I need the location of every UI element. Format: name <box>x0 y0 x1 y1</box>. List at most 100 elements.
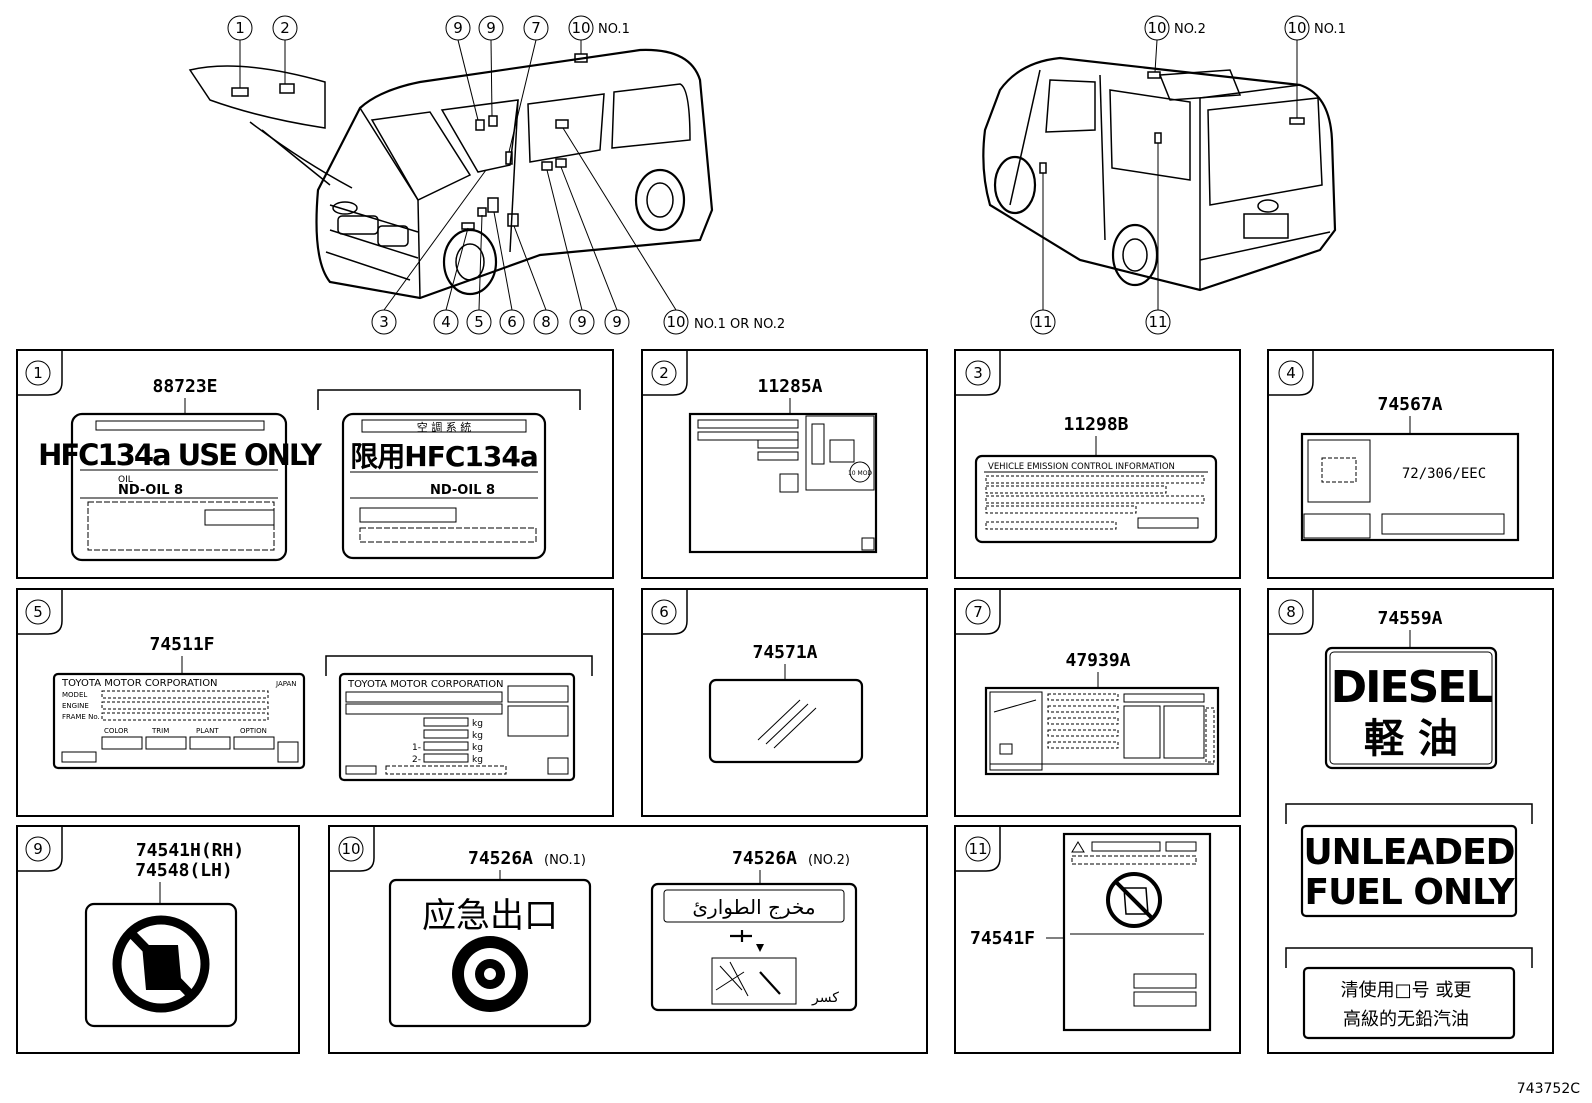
diagram-reference-code: 743752C <box>1516 1081 1580 1097</box>
van-rear-view <box>982 39 1337 310</box>
label-text: OPTION <box>240 727 267 735</box>
label-text: 72/306/EEC <box>1402 466 1486 482</box>
no-hand-icon <box>112 915 210 1013</box>
panel-4: 4 74567A 72/306/EEC <box>1267 349 1554 579</box>
callout: 10 <box>666 313 685 331</box>
label-text: kg <box>472 743 483 753</box>
panel-number: 2 <box>659 364 669 382</box>
callout: 9 <box>486 19 496 37</box>
label-text: مخرج الطوارئ <box>692 895 815 919</box>
label-text: TRIM <box>151 727 169 735</box>
label-text: FRAME No. <box>62 713 100 721</box>
label-text: FUEL ONLY <box>1304 872 1515 913</box>
callout: 9 <box>453 19 463 37</box>
label-text: 应急出口 <box>422 896 558 936</box>
callout: 5 <box>474 313 484 331</box>
callout: 9 <box>612 313 622 331</box>
label-text: 限用HFC134a <box>350 440 537 473</box>
callout: 3 <box>379 313 389 331</box>
panel-number: 8 <box>1286 603 1296 621</box>
label-text: kg <box>472 719 483 729</box>
callouts-bottom-left: 3 4 5 6 8 9 9 10 NO.1 OR NO.2 <box>371 309 785 335</box>
label-text: ENGINE <box>62 702 89 710</box>
panel-5: 5 74511F TOYOTA MOTOR CORPORATION JAPAN … <box>16 588 614 817</box>
panel-3: 3 11298B VEHICLE EMISSION CONTROL INFORM… <box>954 349 1241 579</box>
callout-note: NO.1 <box>1314 22 1346 37</box>
label-text: PLANT <box>196 727 219 735</box>
label-text: MODEL <box>62 691 87 699</box>
label-text: UNLEADED <box>1303 832 1514 873</box>
panel-number: 10 <box>341 840 360 858</box>
part-number: 74541H(RH) <box>136 840 244 861</box>
part-number: 74526A <box>468 848 533 869</box>
callout-note: NO.1 OR NO.2 <box>694 317 785 332</box>
label-text: TOYOTA MOTOR CORPORATION <box>347 679 504 690</box>
callout: 10 <box>1287 19 1306 37</box>
part-number: 11285A <box>757 376 822 397</box>
panel-number: 5 <box>33 603 43 621</box>
callout: 4 <box>441 313 451 331</box>
panel-number: 1 <box>33 364 43 382</box>
part-number: 74511F <box>149 634 214 655</box>
panel-number: 4 <box>1286 364 1296 382</box>
label-text: ND-OIL 8 <box>430 483 495 498</box>
callout: 10 <box>571 19 590 37</box>
label-text: DIESEL <box>1331 662 1493 713</box>
label-text: TOYOTA MOTOR CORPORATION <box>61 678 218 689</box>
panel-number: 11 <box>968 840 987 858</box>
panel-number: 3 <box>973 364 983 382</box>
part-tag: (NO.2) <box>808 853 850 868</box>
panel-number: 7 <box>973 603 983 621</box>
label-text: 10 MOD <box>848 470 872 477</box>
label-text: 清使用□号 或更 <box>1341 980 1472 1001</box>
van-front-view <box>188 39 714 311</box>
callout: 11 <box>1148 313 1167 331</box>
part-number: 74541F <box>970 928 1035 949</box>
part-number: 74526A <box>732 848 797 869</box>
callouts-top-left: 1 2 9 9 7 10 NO.1 <box>227 15 630 41</box>
label-text: 1- <box>412 743 421 753</box>
panel-11: 11 74541F <box>954 825 1241 1054</box>
part-number: 11298B <box>1063 414 1128 435</box>
panel-8: 8 74559A DIESEL 軽 油 UNLEADED FUEL ONLY 清… <box>1267 588 1554 1054</box>
panel-1: 1 88723E HFC134a USE ONLY OIL ND-OIL 8 空… <box>16 349 614 579</box>
label-text: COLOR <box>104 727 129 735</box>
label-text: 軽 油 <box>1364 716 1458 762</box>
label-text: 2- <box>412 755 421 765</box>
panel-2: 2 11285A 10 MOD <box>641 349 928 579</box>
panel-number: 6 <box>659 603 669 621</box>
callout: 6 <box>507 313 517 331</box>
label-text: VEHICLE EMISSION CONTROL INFORMATION <box>988 462 1175 472</box>
callout: 11 <box>1033 313 1052 331</box>
label-text: 高級的无鉛汽油 <box>1343 1009 1469 1030</box>
panel-7: 7 47939A <box>954 588 1241 817</box>
callout: 9 <box>577 313 587 331</box>
callouts-right: 10 NO.2 10 NO.1 11 11 <box>1030 15 1346 335</box>
callout-note: NO.1 <box>598 22 630 37</box>
callout: 7 <box>531 19 541 37</box>
panel-6: 6 74571A <box>641 588 928 817</box>
part-number: 74559A <box>1377 608 1442 629</box>
callout: 10 <box>1147 19 1166 37</box>
panel-10: 10 74526A (NO.1) 应急出口 74526A (NO.2) مخرج… <box>328 825 928 1054</box>
panel-9: 9 74541H(RH) 74548(LH) <box>16 825 300 1054</box>
callout-note: NO.2 <box>1174 22 1206 37</box>
part-number: 88723E <box>152 376 217 397</box>
label-text: ND-OIL 8 <box>118 483 183 498</box>
label-text: OIL <box>118 475 133 485</box>
part-number: 74567A <box>1377 394 1442 415</box>
panel-number: 9 <box>33 840 43 858</box>
callout: 1 <box>235 19 245 37</box>
part-number: 47939A <box>1065 650 1130 671</box>
part-number: 74548(LH) <box>135 860 233 881</box>
callout: 2 <box>280 19 290 37</box>
part-number: 74571A <box>752 642 817 663</box>
label-text: kg <box>472 755 483 765</box>
label-text: HFC134a USE ONLY <box>38 438 323 472</box>
label-text: 空 調 系 統 <box>417 420 472 434</box>
no-hand-icon <box>1106 872 1162 928</box>
part-tag: (NO.1) <box>544 853 586 868</box>
label-text: كسر <box>811 990 839 1006</box>
